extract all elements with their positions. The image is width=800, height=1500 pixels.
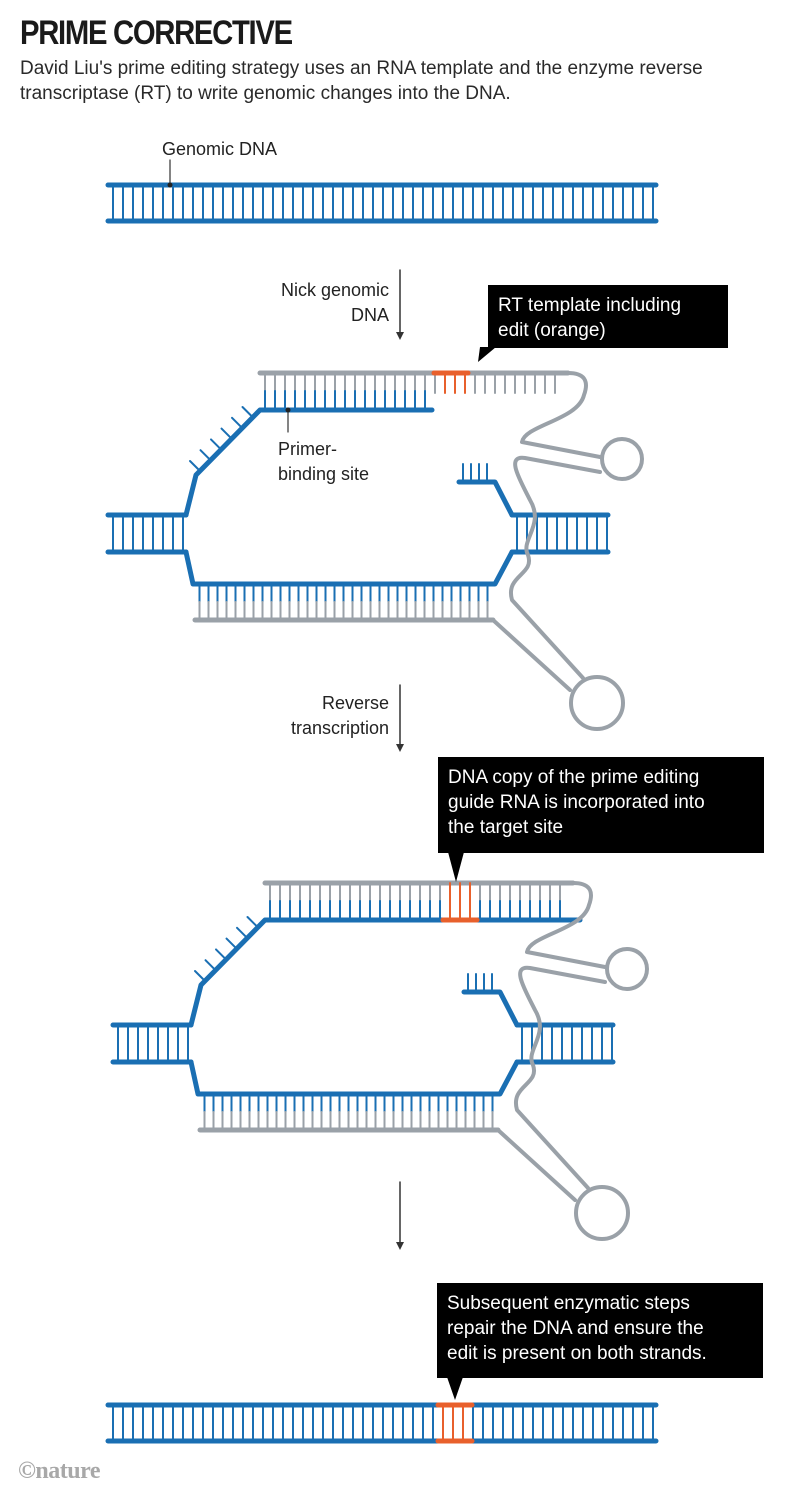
callout-repair-text-line: repair the DNA and ensure the — [447, 1318, 704, 1339]
callout-dna-copy-text-line: guide RNA is incorporated into — [448, 792, 705, 813]
flap-base — [204, 959, 217, 972]
pegRNA-scaffold — [508, 455, 602, 680]
nicked-strand-top — [188, 917, 583, 1028]
callout-dna-copy-text-line: DNA copy of the prime editing — [448, 767, 699, 788]
reverse-transcription-label: transcription — [291, 718, 389, 738]
hairpin-loop-2 — [574, 1185, 630, 1241]
hairpin-loop-2 — [569, 675, 625, 731]
primer-binding-site-label: Primer- — [278, 439, 337, 459]
callout-rt-template-pointer — [478, 347, 496, 362]
panel-genomic-dna: Genomic DNA — [105, 139, 659, 224]
flap-base — [231, 416, 243, 429]
right-nick-end — [461, 989, 520, 1028]
callout-dna-copy-text-line: the target site — [448, 817, 563, 838]
primer-binding-site-label: binding site — [278, 464, 369, 484]
pegRNA-scaffold — [520, 371, 602, 459]
callout-rt-template-text-line: RT template including — [498, 295, 681, 316]
step-arrow-repair — [396, 1181, 404, 1250]
flap-base — [241, 406, 254, 418]
callout-dna-copy-pointer — [448, 852, 464, 882]
panel-reverse-transcribed-complex: DNA copy of the prime editing guide RNA i… — [110, 757, 764, 1241]
page-title: PRIME CORRECTIVE — [20, 14, 293, 52]
reverse-transcription-label: Reverse — [322, 693, 389, 713]
callout-dna-copy-box — [438, 757, 764, 853]
flap-base — [246, 916, 259, 928]
flap-base — [225, 937, 238, 950]
pegRNA-scaffold — [491, 618, 572, 692]
step-arrow-reverse-transcription: Reverse transcription — [291, 684, 404, 752]
nature-logo: ©nature — [18, 1458, 101, 1484]
callout-repair-pointer — [447, 1377, 463, 1400]
flap-base — [199, 449, 212, 462]
genomic-dna-leader-dot — [167, 182, 173, 188]
nick-genomic-dna-label: DNA — [351, 305, 389, 325]
right-nick-end — [456, 479, 515, 518]
pegRNA-scaffold — [513, 965, 607, 1190]
nick-genomic-dna-label: Nick genomic — [281, 280, 389, 300]
flap-base — [236, 926, 248, 939]
pegRNA-scaffold — [525, 881, 607, 969]
hairpin-loop-1 — [600, 437, 644, 481]
flap-base — [210, 438, 222, 451]
panel-repaired-dna: Subsequent enzymatic steps repair the DNA… — [105, 1283, 763, 1444]
callout-rt-template-box — [488, 285, 728, 348]
flap-base — [189, 460, 201, 472]
hairpin-loop-1 — [605, 947, 649, 991]
callout-rt-template-text-line: edit (orange) — [498, 320, 606, 341]
step-arrow-head — [396, 1242, 404, 1250]
page-subtitle: David Liu's prime editing strategy uses … — [20, 58, 703, 104]
callout-repair-text-line: Subsequent enzymatic steps — [447, 1293, 690, 1314]
genomic-dna-label: Genomic DNA — [162, 139, 277, 159]
flap-base — [215, 948, 227, 961]
flap-base — [220, 427, 233, 440]
callout-repair-box — [437, 1283, 763, 1378]
panel-nicked-complex: Primer-binding site RT template including… — [105, 285, 728, 731]
primer-binding-leader-dot — [285, 407, 291, 413]
bubble-bottom-strand — [188, 1059, 520, 1097]
pegRNA-scaffold — [496, 1128, 577, 1202]
bubble-bottom-strand — [183, 549, 515, 587]
nicked-strand-top — [183, 407, 435, 518]
callout-repair-text-line: edit is present on both strands. — [447, 1343, 707, 1364]
flap-base — [194, 970, 206, 982]
step-arrow-head — [396, 744, 404, 752]
step-arrow-head — [396, 332, 404, 340]
